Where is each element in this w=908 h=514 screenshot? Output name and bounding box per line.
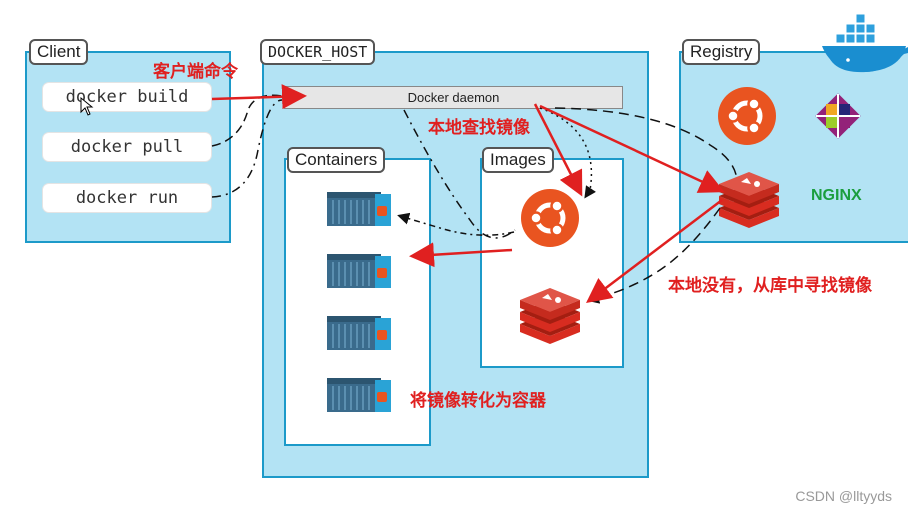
docker-run-command[interactable]: docker run [43, 184, 211, 212]
docker-build-command[interactable]: docker build [43, 83, 211, 111]
dashed-connectors [211, 94, 738, 304]
docker-whale-icon [822, 13, 908, 73]
registry-ubuntu-icon [718, 87, 776, 145]
images-label: Images [482, 147, 554, 173]
nginx-logo: NGINX [811, 187, 862, 204]
annotation-image-to-container: 将镜像转化为容器 [410, 391, 546, 410]
red-arrows [211, 84, 725, 304]
annotation-local-search: 本地查找镜像 [428, 118, 530, 137]
image-redis-icon [520, 288, 580, 344]
container-icon [326, 377, 392, 413]
docker-pull-command[interactable]: docker pull [43, 133, 211, 161]
registry-redis-icon [719, 172, 779, 228]
registry-label: Registry [682, 39, 761, 65]
docker-host-label: DOCKER_HOST [260, 39, 376, 65]
annotation-pull-from-registry: 本地没有，从库中寻找镜像 [668, 276, 872, 295]
image-ubuntu-icon [521, 189, 579, 247]
container-icon [326, 315, 392, 351]
docker-daemon-bar: Docker daemon [284, 86, 623, 109]
client-label: Client [29, 39, 89, 65]
container-icon [326, 191, 392, 227]
centos-icon [815, 93, 861, 139]
watermark: CSDN @lltyyds [795, 488, 892, 504]
containers-label: Containers [287, 147, 386, 173]
mouse-cursor-icon [80, 96, 94, 116]
container-icon [326, 253, 392, 289]
annotation-client-command: 客户端命令 [153, 62, 238, 81]
